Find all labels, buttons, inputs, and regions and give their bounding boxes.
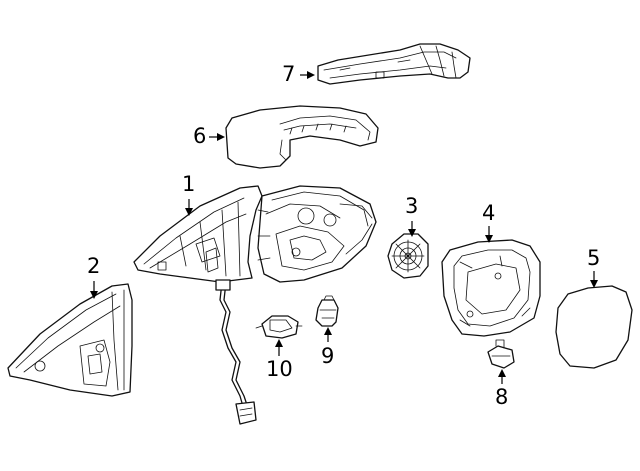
leader-8 <box>498 369 506 384</box>
sail-panel-cover-part[interactable] <box>7 283 133 397</box>
leader-6 <box>209 133 225 141</box>
glass-frame-backing-part[interactable] <box>441 239 541 337</box>
leader-7 <box>300 71 315 79</box>
callout-number-2: 2 <box>87 254 101 278</box>
callout-number-6: 6 <box>193 124 207 148</box>
leader-2 <box>90 281 98 299</box>
glass-clip-part[interactable] <box>487 339 515 369</box>
callout-number-8: 8 <box>495 385 509 409</box>
glass-actuator-motor-part[interactable] <box>387 233 429 279</box>
mirror-cap-cover-part[interactable] <box>225 105 379 169</box>
leader-10 <box>275 339 283 356</box>
puddle-lamp-part[interactable] <box>315 295 339 327</box>
callout-number-1: 1 <box>182 172 196 196</box>
leader-1 <box>185 199 193 216</box>
callout-number-9: 9 <box>321 344 335 368</box>
turn-signal-lamp-part[interactable] <box>317 43 471 85</box>
leader-3 <box>408 221 416 237</box>
callout-number-4: 4 <box>482 201 496 225</box>
blind-spot-sensor-part[interactable] <box>255 315 303 339</box>
callout-number-10: 10 <box>266 357 293 381</box>
leader-9 <box>324 327 332 342</box>
mirror-housing-assembly-part[interactable] <box>133 185 377 425</box>
callout-number-3: 3 <box>405 194 419 218</box>
callout-number-7: 7 <box>282 62 296 86</box>
callout-number-5: 5 <box>587 246 601 270</box>
mirror-glass-part[interactable] <box>555 285 633 369</box>
leader-4 <box>485 226 493 243</box>
leader-5 <box>590 271 598 288</box>
